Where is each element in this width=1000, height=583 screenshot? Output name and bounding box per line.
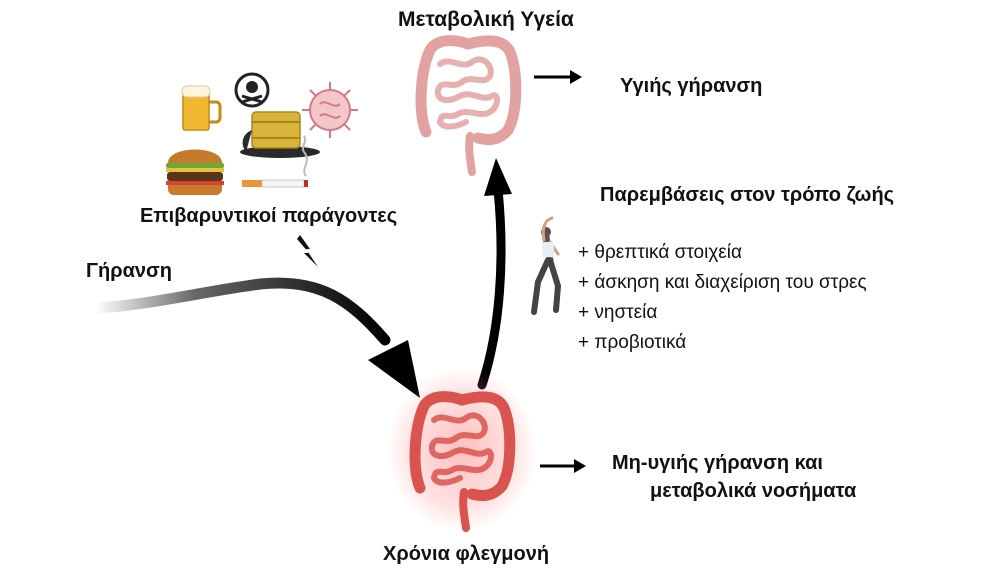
intestine-icon	[421, 41, 516, 172]
aging-arrow-head	[368, 340, 420, 398]
lifestyle-item: + προβιοτικά	[578, 332, 687, 353]
recovery-arrow-head	[484, 158, 512, 196]
arrow-to-healthy-aging	[534, 70, 582, 84]
arrow-to-unhealthy-aging	[540, 459, 586, 473]
toxic-barrel-icon	[234, 72, 320, 158]
beer-icon	[181, 85, 222, 131]
aging-arrow-tail	[89, 277, 391, 346]
virus-icon	[302, 82, 358, 138]
healthy-aging-label: Υγιής γήρανση	[620, 75, 763, 97]
burden-factors-label: Επιβαρυντικοί παράγοντες	[140, 205, 398, 227]
recovery-arrow	[477, 185, 506, 390]
lifestyle-item: + νηστεία	[578, 302, 658, 323]
lifestyle-item: + θρεπτικά στοιχεία	[578, 242, 742, 263]
burger-icon	[166, 149, 224, 195]
lifestyle-interventions-title: Παρεμβάσεις στον τρόπο ζωής	[600, 184, 895, 206]
lightning-icon	[297, 235, 318, 267]
cigarette-icon	[242, 135, 308, 188]
lifestyle-item: + άσκηση και διαχείριση του στρες	[578, 272, 867, 293]
chronic-inflammation-label: Χρόνια φλεγμονή	[383, 543, 550, 565]
unhealthy-aging-label-line2: μεταβολικά νοσήματα	[650, 480, 857, 502]
aging-label: Γήρανση	[86, 260, 172, 282]
metabolic-health-label: Μεταβολική Υγεία	[398, 8, 574, 31]
unhealthy-aging-label-line1: Μη-υγιής γήρανση και	[612, 452, 823, 474]
exercise-person-icon	[531, 216, 562, 315]
